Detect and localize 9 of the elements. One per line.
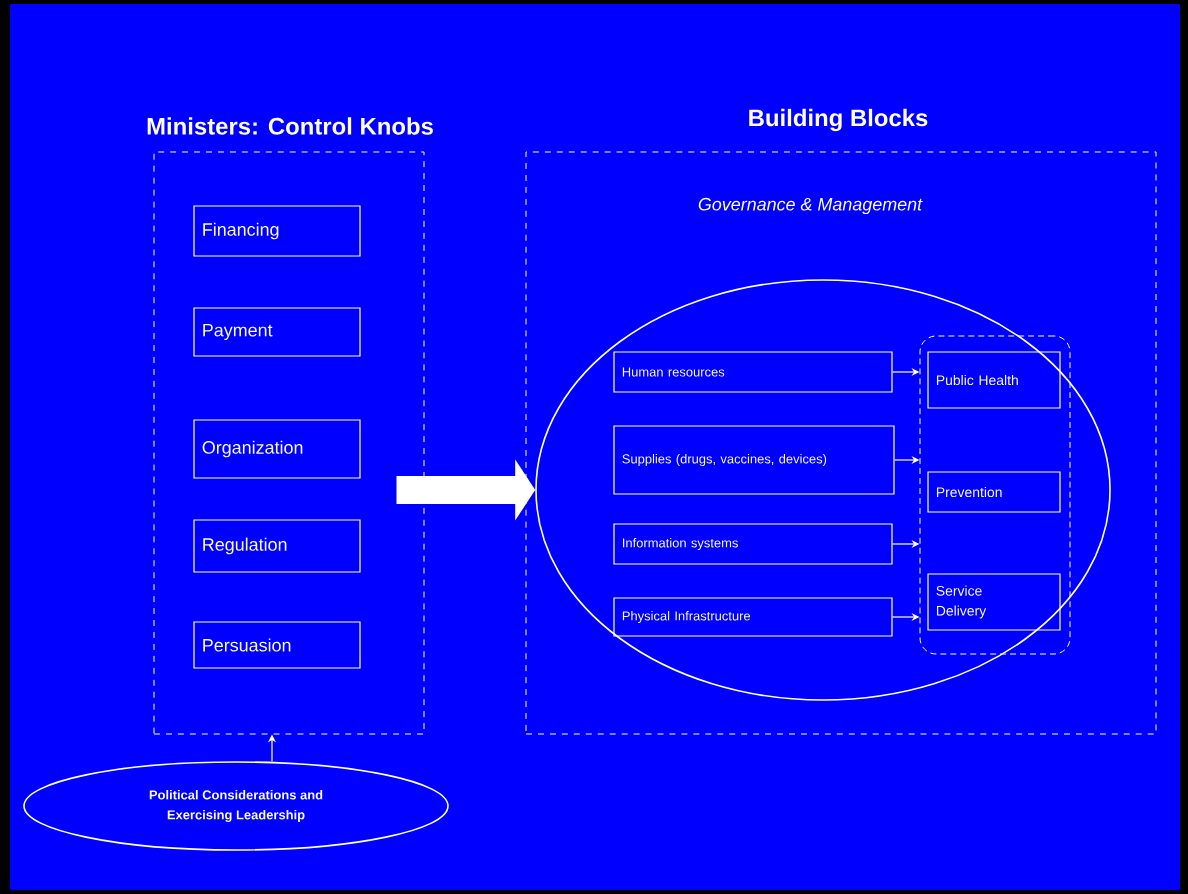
knob-box: Organization (193, 419, 361, 479)
system-ellipse (535, 279, 1111, 701)
knob-box: Regulation (193, 519, 361, 573)
knob-box: Payment (193, 307, 361, 357)
node-label: Building Blocks (749, 108, 928, 132)
knob-box: Financing (193, 205, 361, 257)
node-label: Ministers: Control Knobs (147, 117, 433, 135)
dashed-group (919, 335, 1071, 655)
knob-box: Persuasion (193, 621, 361, 669)
